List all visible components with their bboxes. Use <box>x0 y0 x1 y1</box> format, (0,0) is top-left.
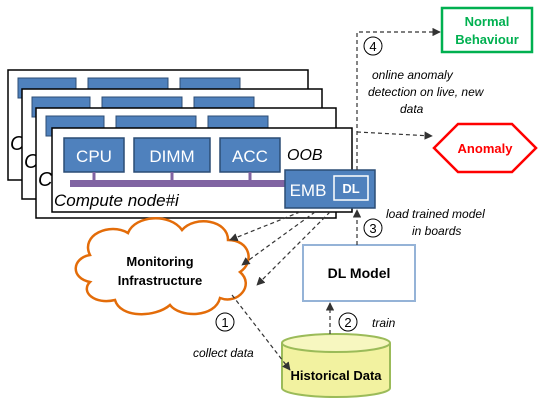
flow-arrows <box>229 27 441 371</box>
arrow-emb-to-anomaly <box>356 131 433 140</box>
step-2-text: train <box>372 316 396 330</box>
monitoring-label-line1: Monitoring <box>126 254 193 269</box>
compute-node-label: Compute node#i <box>54 191 180 210</box>
compute-node-stack: C C C CPU DIMM ACC OOB <box>7 69 376 219</box>
step-1: 1 collect data <box>193 312 254 360</box>
arrow-node-to-monitoring <box>256 211 331 286</box>
normal-behaviour-box: Normal Behaviour <box>440 6 534 54</box>
step-1-text: collect data <box>193 346 254 360</box>
arrow-node-to-monitoring <box>229 211 301 242</box>
emb-board: EMB DL <box>284 169 376 209</box>
cpu-label: CPU <box>76 147 112 166</box>
monitoring-label-line2: Infrastructure <box>118 273 203 288</box>
step-4-text-line3: data <box>400 102 424 116</box>
step-4-number: 4 <box>369 39 376 54</box>
historical-data-cylinder: Historical Data <box>281 333 391 398</box>
emb-label: EMB <box>290 181 327 200</box>
step-3-text-line1: load trained model <box>386 207 485 221</box>
oob-label: OOB <box>287 147 323 164</box>
arrow-monitoring-to-historical <box>231 294 291 371</box>
step-4-text-line2: detection on live, new <box>368 85 485 99</box>
step-2-number: 2 <box>344 315 351 330</box>
normal-label-line1: Normal <box>465 14 510 29</box>
step-2: 2 train <box>338 312 396 332</box>
dl-model-label: DL Model <box>328 265 391 281</box>
anomaly-shape: Anomaly <box>432 122 538 174</box>
normal-label-line2: Behaviour <box>455 32 519 47</box>
arrow-node-to-monitoring <box>241 211 316 266</box>
acc-block <box>219 137 281 173</box>
step-4-text-line1: online anomaly <box>372 68 454 82</box>
historical-data-label: Historical Data <box>290 368 382 383</box>
dl-chip <box>333 175 369 201</box>
anomaly-label: Anomaly <box>458 141 514 156</box>
dl-model-box: DL Model <box>302 244 416 302</box>
step-3-text-line2: in boards <box>412 224 461 238</box>
step-3: 3 load trained model in boards <box>363 207 485 238</box>
monitoring-cloud: Monitoring Infrastructure <box>74 217 250 316</box>
dimm-label: DIMM <box>149 147 194 166</box>
arrow-emb-to-normal <box>356 27 441 170</box>
acc-label: ACC <box>232 147 268 166</box>
step-1-number: 1 <box>221 315 228 330</box>
step-3-number: 3 <box>369 221 376 236</box>
step-4: 4 online anomaly detection on live, new … <box>363 36 485 116</box>
system-bus <box>70 180 292 187</box>
stack-letter: C <box>38 169 53 191</box>
dl-chip-label: DL <box>342 181 359 196</box>
